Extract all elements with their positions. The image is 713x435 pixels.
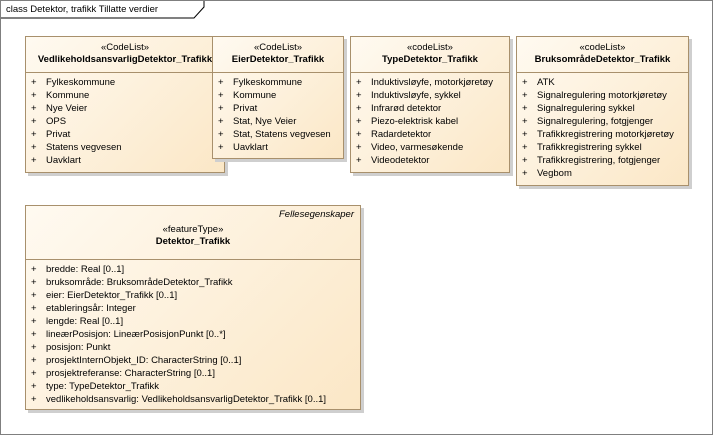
class-type-detektor-trafikk[interactable]: «codeList» TypeDetektor_Trafikk +Indukti… — [350, 36, 510, 173]
compartment-divider — [26, 259, 360, 260]
attribute-row[interactable]: +Kommune — [31, 90, 90, 101]
compartment-divider — [213, 72, 343, 73]
attribute-row[interactable]: +Uavklart — [31, 155, 81, 166]
attribute-row[interactable]: +ATK — [522, 77, 555, 88]
attribute-row[interactable]: +Radardetektor — [356, 129, 432, 140]
attribute-row[interactable]: +Statens vegvesen — [31, 142, 122, 153]
attribute-row[interactable]: +bredde: Real [0..1] — [31, 264, 125, 275]
attribute-row[interactable]: +Fylkeskommune — [218, 77, 303, 88]
attribute-row[interactable]: +Stat, Statens vegvesen — [218, 129, 331, 140]
attribute-row[interactable]: +Signalregulering, fotgjenger — [522, 116, 654, 127]
attribute-row[interactable]: +lengde: Real [0..1] — [31, 316, 124, 327]
class-eier-detektor-trafikk[interactable]: «CodeList» EierDetektor_Trafikk +Fylkesk… — [212, 36, 344, 159]
attribute-row[interactable]: +Piezo-elektrisk kabel — [356, 116, 459, 127]
attribute-row[interactable]: +prosjektInternObjekt_ID: CharacterStrin… — [31, 355, 242, 366]
class-stereotype: «codeList» — [579, 42, 626, 53]
attribute-row[interactable]: +Vegbom — [522, 168, 572, 179]
attribute-row[interactable]: +Signalregulering sykkel — [522, 103, 635, 114]
attribute-row[interactable]: +Trafikkregistrering motorkjøretøy — [522, 129, 674, 140]
attribute-row[interactable]: +bruksområde: BruksområdeDetektor_Trafik… — [31, 277, 233, 288]
class-stereotype: «CodeList» — [253, 42, 303, 53]
attribute-row[interactable]: +Uavklart — [218, 142, 268, 153]
attribute-row[interactable]: +Kommune — [218, 90, 277, 101]
attribute-row[interactable]: +posisjon: Punkt — [31, 342, 111, 353]
attribute-row[interactable]: +OPS — [31, 116, 67, 127]
attribute-row[interactable]: +eier: EierDetektor_Trafikk [0..1] — [31, 290, 178, 301]
compartment-divider — [26, 72, 224, 73]
attribute-row[interactable]: +Nye Veier — [31, 103, 88, 114]
compartment-divider — [351, 72, 509, 73]
attribute-row[interactable]: +prosjektreferanse: CharacterString [0..… — [31, 368, 215, 379]
class-name: TypeDetektor_Trafikk — [382, 54, 478, 65]
class-stereotype: «codeList» — [407, 42, 453, 53]
compartment-divider — [517, 72, 688, 73]
class-name: VedlikeholdsansvarligDetektor_Trafikk — [37, 54, 213, 65]
attribute-row[interactable]: +Fylkeskommune — [31, 77, 116, 88]
attribute-row[interactable]: +type: TypeDetektor_Trafikk — [31, 381, 159, 392]
attribute-row[interactable]: +Trafikkregistrering sykkel — [522, 142, 642, 153]
attribute-row[interactable]: +Infrarød detektor — [356, 103, 442, 114]
frame-title: class Detektor, trafikk Tillatte verdier — [6, 4, 159, 15]
class-stereotype: «featureType» — [162, 224, 224, 235]
class-package-tag: Fellesegenskaper — [279, 209, 354, 220]
class-name: EierDetektor_Trafikk — [231, 54, 325, 65]
attribute-row[interactable]: +vedlikeholdsansvarlig: Vedlikeholdsansv… — [31, 394, 327, 405]
attribute-row[interactable]: +lineærPosisjon: LineærPosisjonPunkt [0.… — [31, 329, 226, 340]
attribute-row[interactable]: +Video, varmesøkende — [356, 142, 464, 153]
class-name: Detektor_Trafikk — [155, 236, 231, 247]
attribute-row[interactable]: +Privat — [218, 103, 258, 114]
attribute-row[interactable]: +etableringsår: Integer — [31, 303, 136, 314]
class-vedlikeholdsansvarlig-detektor-trafikk[interactable]: «CodeList» VedlikeholdsansvarligDetektor… — [25, 36, 225, 173]
attribute-row[interactable]: +Induktivsløyfe, sykkel — [356, 90, 461, 101]
attribute-row[interactable]: +Trafikkregistrering, fotgjenger — [522, 155, 661, 166]
attribute-row[interactable]: +Privat — [31, 129, 71, 140]
attribute-row[interactable]: +Induktivsløyfe, motorkjøretøy — [356, 77, 493, 88]
class-detektor-trafikk[interactable]: Fellesegenskaper «featureType» Detektor_… — [25, 205, 361, 410]
attribute-row[interactable]: +Stat, Nye Veier — [218, 116, 297, 127]
class-bruksomrade-detektor-trafikk[interactable]: «codeList» BruksområdeDetektor_Trafikk +… — [516, 36, 689, 186]
attribute-row[interactable]: +Signalregulering motorkjøretøy — [522, 90, 667, 101]
class-stereotype: «CodeList» — [100, 42, 150, 53]
class-name: BruksområdeDetektor_Trafikk — [534, 54, 671, 65]
attribute-row[interactable]: +Videodetektor — [356, 155, 430, 166]
